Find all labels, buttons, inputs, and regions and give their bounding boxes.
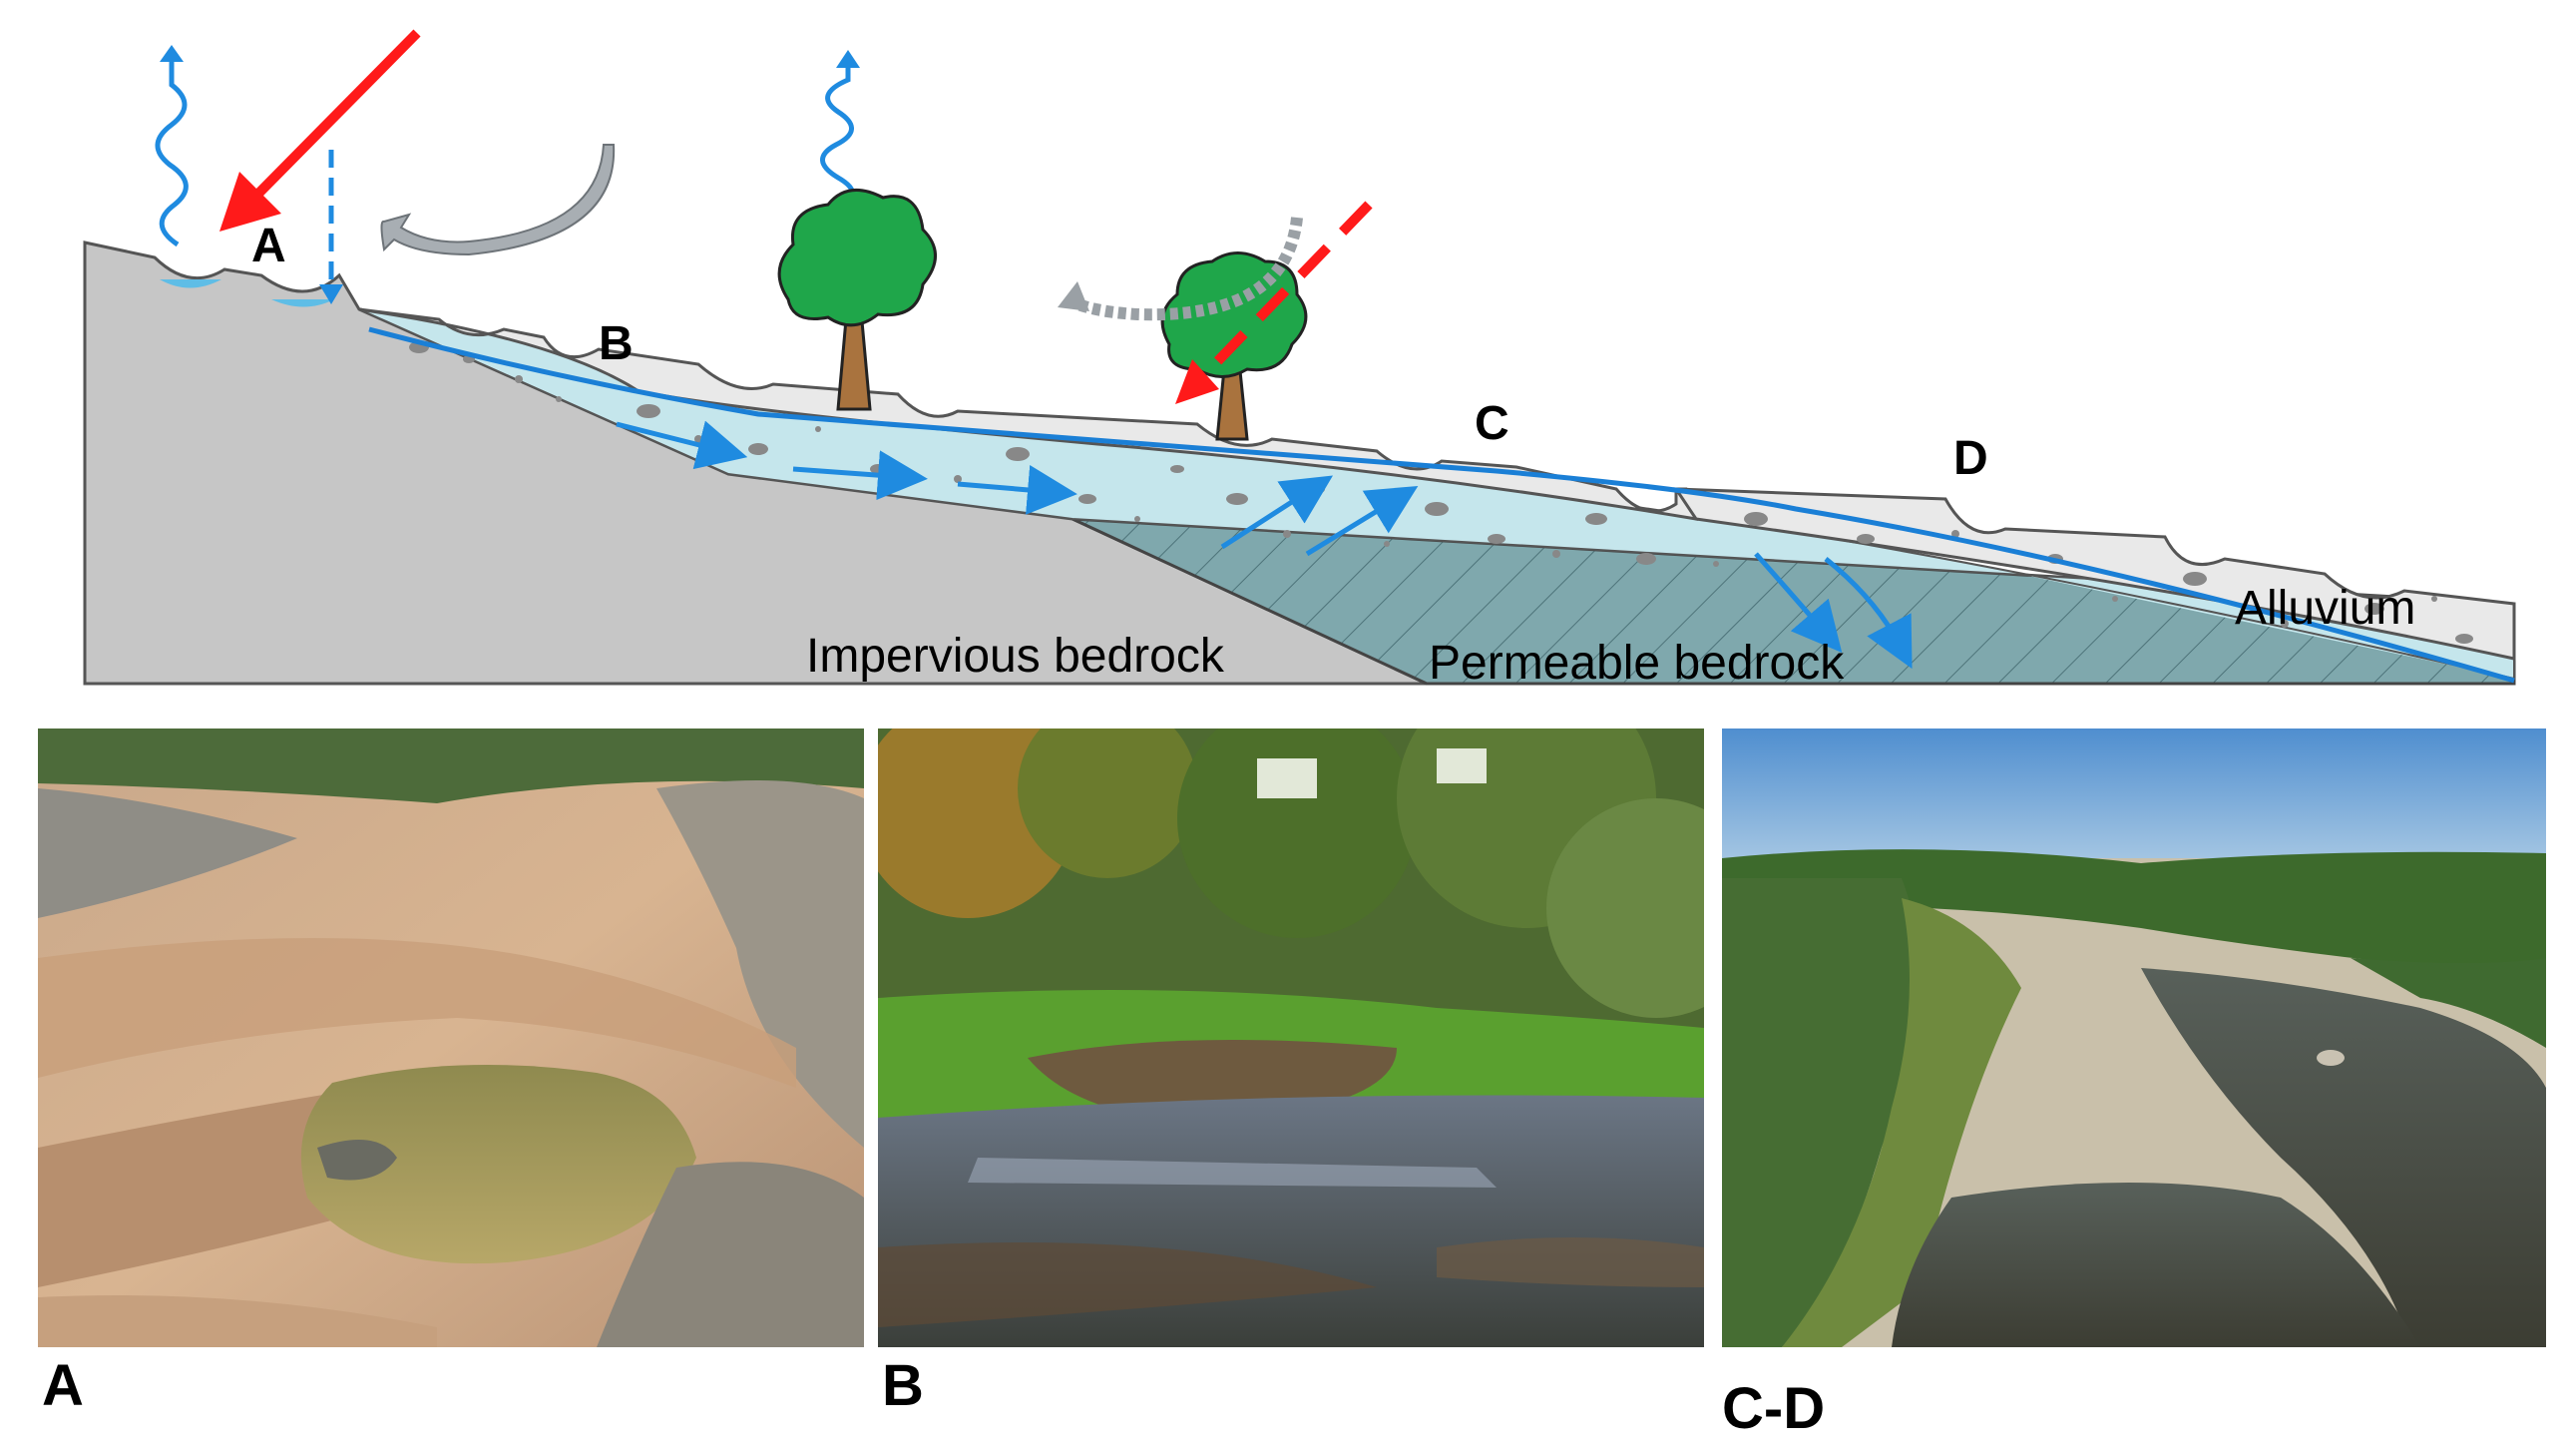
photo-a-image bbox=[38, 728, 864, 1347]
pool-a2 bbox=[271, 299, 334, 307]
tree-icon bbox=[777, 188, 937, 411]
permeable-bedrock-label: Permeable bedrock bbox=[1429, 637, 1845, 690]
hydrology-cross-section-diagram: A B C D Impervious bedrock Permeable bed… bbox=[83, 29, 2516, 690]
wind-arrow bbox=[380, 144, 616, 256]
photo-cd-caption: C-D bbox=[1722, 1376, 1826, 1441]
groundwater-flow-arrows bbox=[616, 420, 1913, 670]
solar-radiation-arrowhead-dashed bbox=[1175, 359, 1219, 404]
impervious-bedrock-label: Impervious bedrock bbox=[806, 630, 1225, 683]
photo-a-caption: A bbox=[42, 1353, 84, 1418]
evaporation-arrowhead bbox=[160, 45, 184, 62]
photo-b-image bbox=[878, 728, 1704, 1347]
photo-cd bbox=[1722, 728, 2546, 1347]
point-label-d: D bbox=[1953, 432, 1988, 485]
infiltration-arrowhead bbox=[319, 284, 343, 304]
pool-a1 bbox=[160, 279, 221, 288]
water-table bbox=[368, 326, 2515, 684]
photo-b bbox=[878, 728, 1704, 1347]
point-label-b: B bbox=[599, 317, 634, 370]
alluvium-downstream bbox=[1673, 487, 2516, 661]
photo-b-caption: B bbox=[882, 1353, 924, 1418]
solar-radiation-arrow-dashed bbox=[1198, 201, 1373, 381]
solar-radiation-arrow bbox=[253, 29, 421, 199]
transpiration-arrowhead bbox=[836, 50, 860, 68]
photo-a bbox=[38, 728, 864, 1347]
wind-arrowhead-dashed bbox=[1058, 281, 1089, 311]
point-label-c: C bbox=[1475, 397, 1509, 450]
solar-radiation-arrowhead bbox=[219, 172, 281, 232]
dry-alluvium bbox=[358, 307, 1699, 521]
alluvium-label: Alluvium bbox=[2235, 582, 2415, 635]
wind-arrow-dashed bbox=[1064, 217, 1303, 321]
photo-cd-image bbox=[1722, 728, 2546, 1347]
evaporation-icon bbox=[155, 55, 189, 247]
point-label-a: A bbox=[251, 220, 286, 272]
